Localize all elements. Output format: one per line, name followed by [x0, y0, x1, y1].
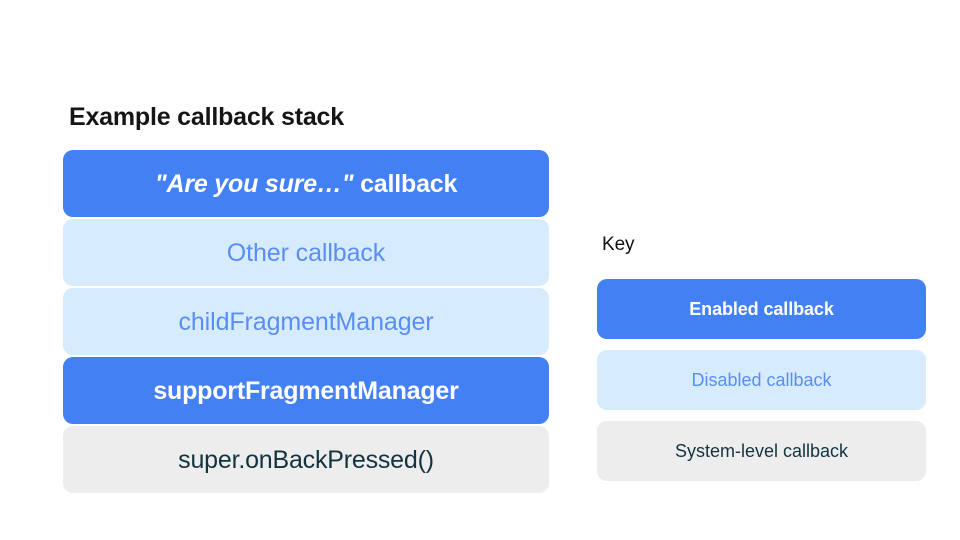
key-item-list: Enabled callback Disabled callback Syste…: [597, 279, 926, 481]
stack-bar-label: supportFragmentManager: [153, 376, 459, 405]
stack-bar-super-on-back-pressed[interactable]: super.onBackPressed(): [63, 426, 549, 493]
stack-bar-other-callback[interactable]: Other callback: [63, 219, 549, 286]
key-section: Key Enabled callback Disabled callback S…: [597, 232, 926, 481]
stack-bar-label-quoted: "Are you sure…": [154, 169, 354, 198]
stack-bar-label-plain: callback: [353, 169, 458, 198]
stack-bar-are-you-sure-callback[interactable]: "Are you sure…" callback: [63, 150, 549, 217]
key-item-label: Enabled callback: [689, 299, 834, 319]
stack-bar-label: super.onBackPressed(): [178, 445, 434, 474]
key-item-label: Disabled callback: [691, 370, 832, 390]
stack-bar-child-fragment-manager[interactable]: childFragmentManager: [63, 288, 549, 355]
stack-title: Example callback stack: [69, 103, 344, 131]
key-title: Key: [602, 234, 635, 255]
stack-bar-label: "Are you sure…" callback: [154, 169, 458, 199]
key-item-system-level-callback[interactable]: System-level callback: [597, 421, 926, 481]
stack-bar-label: Other callback: [226, 238, 386, 267]
stack-bar-support-fragment-manager[interactable]: supportFragmentManager: [63, 357, 549, 424]
callback-stack-section: Example callback stack "Are you sure…" c…: [63, 100, 549, 493]
stack-bar-list: "Are you sure…" callback Other callback …: [63, 150, 549, 493]
stack-bar-label: childFragmentManager: [178, 307, 434, 336]
key-item-disabled-callback[interactable]: Disabled callback: [597, 350, 926, 410]
key-item-label: System-level callback: [674, 441, 849, 461]
key-item-enabled-callback[interactable]: Enabled callback: [597, 279, 926, 339]
